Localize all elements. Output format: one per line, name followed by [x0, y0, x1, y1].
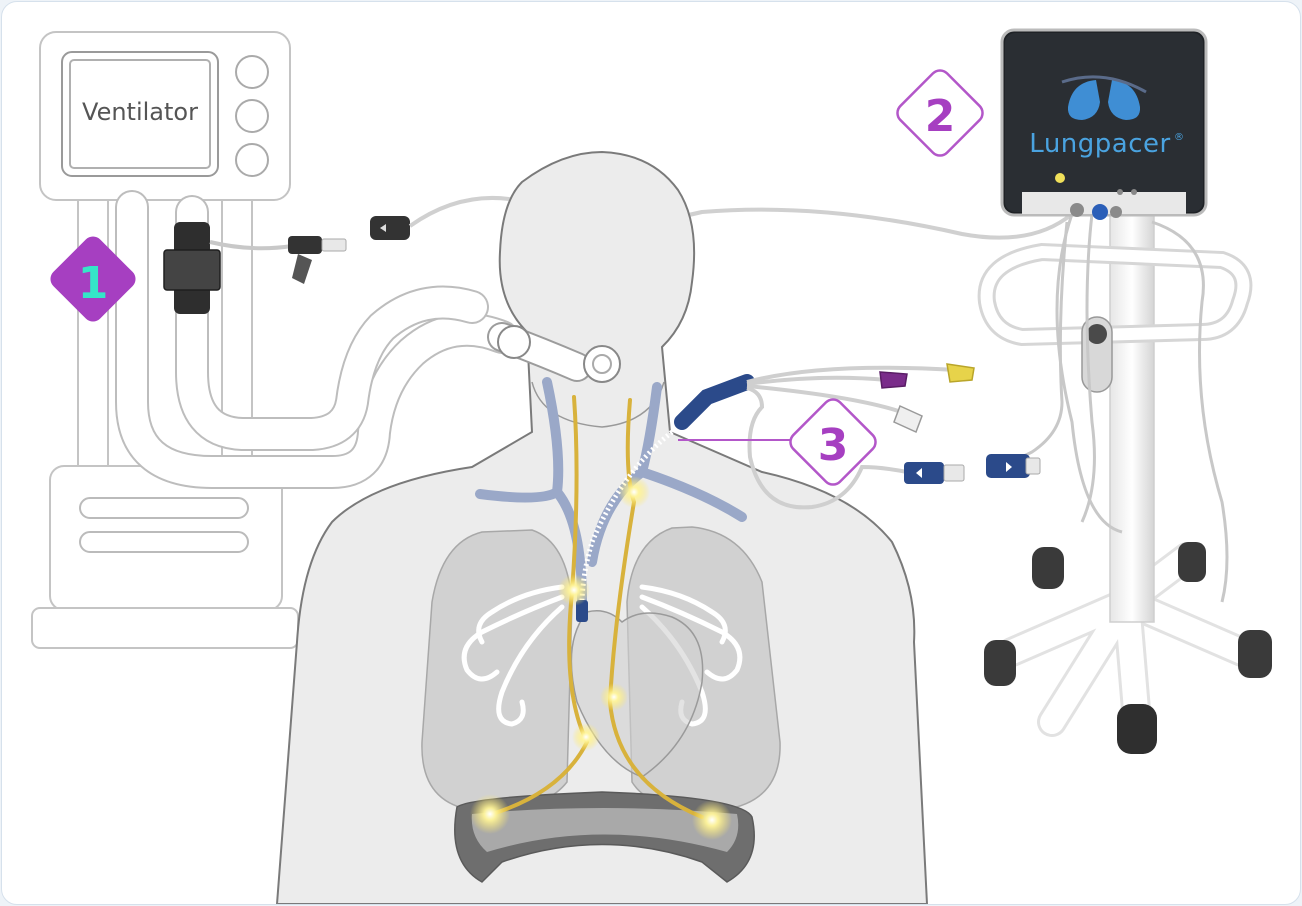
- ventilator-vent-slot-2: [79, 531, 249, 553]
- diaphragm-highlight: [471, 808, 739, 852]
- ventilator-foot: [31, 607, 299, 649]
- extension-line-white: [746, 384, 908, 416]
- ventilator-knob-2: [235, 99, 269, 133]
- ventilator: Ventilator: [31, 31, 299, 649]
- ventilator-knob-3: [235, 143, 269, 177]
- badge-2: 2: [896, 69, 984, 157]
- cart-wheel: [984, 640, 1016, 686]
- luer-purple-connector: [879, 371, 908, 389]
- ventilator-label: Ventilator: [82, 98, 198, 126]
- monitor-port: [1070, 203, 1084, 217]
- breathing-hose-outer-fill: [117, 192, 517, 487]
- remote-button-icon: [1087, 324, 1107, 344]
- ventilator-vent-slot-1: [79, 497, 249, 519]
- cart-wheel: [1032, 547, 1064, 589]
- sensor-cable-to-monitor: [408, 195, 1074, 240]
- badge-3-diamond: [789, 398, 877, 486]
- breathing-circuit: [115, 190, 519, 489]
- catheter-arrow-icon: [916, 468, 922, 478]
- lungpacer-cart: Lungpacer ®: [977, 28, 1272, 754]
- stimulation-glow: [692, 800, 732, 840]
- tube-connector: [497, 325, 531, 359]
- badge-1-diamond: [50, 236, 136, 322]
- sensor-plug-male: [288, 236, 322, 254]
- badge-3-number: 3: [818, 420, 849, 471]
- badge-2-number: 2: [925, 91, 956, 142]
- flow-sensor-box: [163, 249, 221, 291]
- badge-2-diamond: [896, 69, 984, 157]
- stimulation-glow: [572, 723, 600, 751]
- ventilator-screen: [69, 59, 211, 169]
- monitor-port-blue: [1092, 204, 1108, 220]
- flow-sensor-cable: [209, 240, 293, 251]
- sensor-plug-tab: [292, 254, 312, 284]
- breathing-hose-inner-fill: [177, 197, 487, 449]
- badge-1-number: 1: [78, 258, 109, 309]
- cart-wheel: [1178, 542, 1206, 582]
- sensor-plug-tip: [321, 238, 347, 252]
- monitor-port: [1110, 206, 1122, 218]
- stimulation-glow: [618, 476, 650, 508]
- cart-cable: [1151, 220, 1229, 603]
- monitor-power-led-icon: [1055, 173, 1065, 183]
- cart-wheel: [1238, 630, 1272, 678]
- stimulation-glow: [600, 683, 628, 711]
- sensor-plug-female: [370, 216, 410, 240]
- stimulation-points: [470, 476, 732, 840]
- monitor-bezel-bottom: [1022, 192, 1186, 214]
- monitor-screen: [1005, 33, 1203, 212]
- extension-line-purple: [746, 375, 888, 386]
- flow-sensor-clamp: [163, 222, 293, 314]
- catheter-hub-body: [674, 374, 755, 430]
- lungpacer-brand: Lungpacer: [1029, 129, 1170, 159]
- cart-cable: [1055, 213, 1123, 534]
- cart-pole: [1109, 201, 1155, 623]
- stimulation-glow: [558, 574, 590, 606]
- catheter-cable-loop: [746, 386, 908, 510]
- catheter-plug-tip: [943, 464, 965, 482]
- luer-white-connector: [893, 404, 923, 434]
- badge-3: 3: [789, 398, 877, 486]
- sensor-arrow-icon: [380, 224, 386, 232]
- extension-line-yellow: [746, 365, 958, 384]
- catheter-hub: [674, 363, 975, 510]
- lungpacer-logo-icon: [1061, 75, 1147, 120]
- left-phrenic-nerve: [490, 395, 590, 816]
- ventilator-knob-1: [235, 55, 269, 89]
- cart-cable: [1080, 213, 1096, 523]
- cart-wheel: [1117, 704, 1157, 754]
- endotracheal-tube: [487, 322, 621, 383]
- stimulation-glow: [470, 794, 510, 834]
- phrenic-nerves: [490, 395, 704, 819]
- catheter-plug: [904, 462, 944, 484]
- monitor-arrow-icon: [1006, 462, 1012, 472]
- sensor-connectors: [288, 216, 410, 284]
- heart: [570, 610, 704, 778]
- airflow-left-icon: [461, 584, 565, 727]
- brand-registered-mark: ®: [1174, 132, 1184, 143]
- badge-1: 1: [50, 236, 136, 322]
- catheter-tip: [576, 600, 588, 622]
- luer-yellow-connector: [946, 363, 975, 383]
- right-phrenic-nerve: [607, 398, 704, 819]
